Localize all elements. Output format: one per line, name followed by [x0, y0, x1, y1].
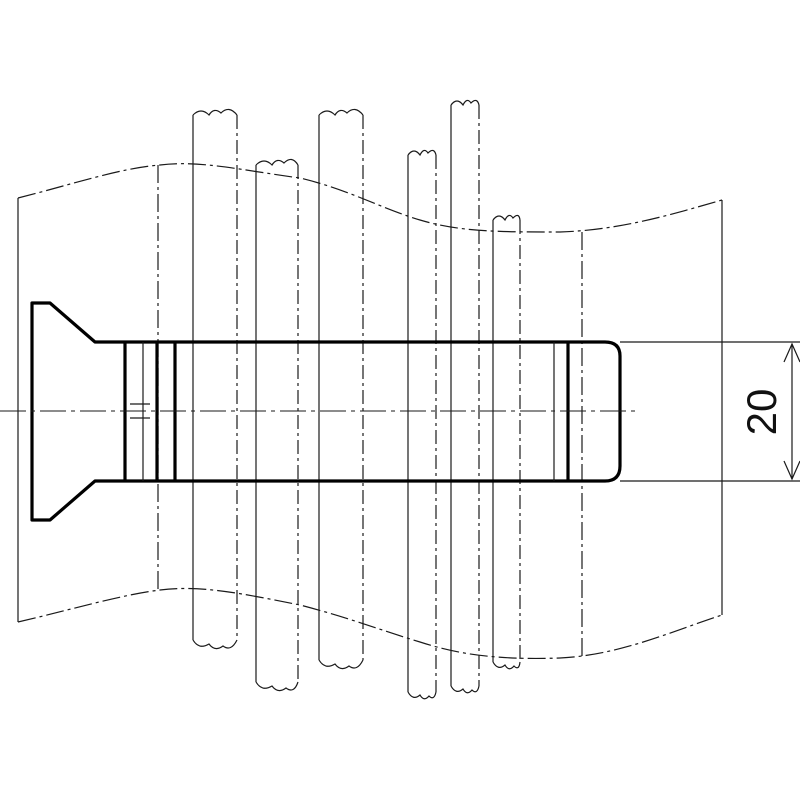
arrow-bottom	[783, 460, 800, 481]
rod-4	[407, 149, 437, 700]
dimension-diameter: 20	[620, 341, 800, 482]
rod-3	[318, 108, 364, 670]
dimension-label: 20	[738, 389, 785, 436]
arrow-top	[783, 342, 800, 363]
rod-1	[192, 108, 238, 650]
rod-5	[450, 99, 480, 694]
rebar-rods	[192, 99, 521, 700]
rod-6	[492, 214, 521, 670]
rod-2	[255, 158, 299, 692]
